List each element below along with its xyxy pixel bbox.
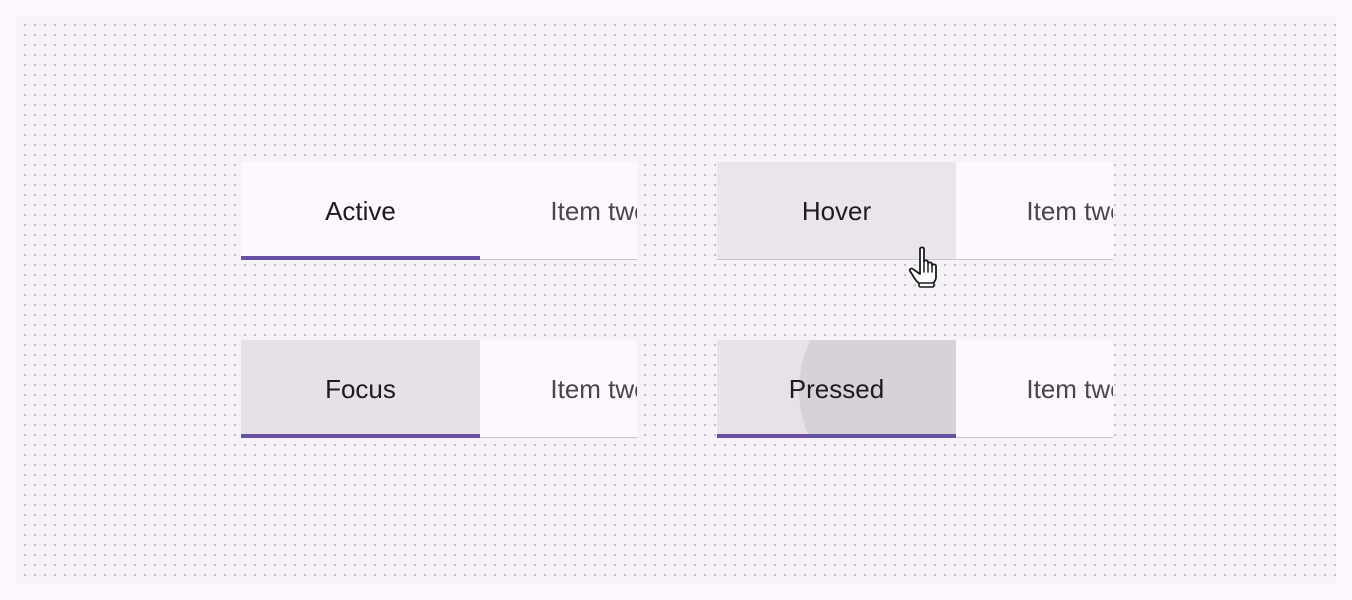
tab-bar-focus: Focus Item two [241,340,637,438]
active-indicator [241,434,480,438]
active-indicator [717,434,956,438]
tab-item-two-label: Item two [550,373,637,404]
tab-hover-label: Hover [801,195,872,226]
tab-active-label: Active [325,195,396,226]
dotted-canvas [16,16,1336,584]
active-indicator [241,256,480,260]
tab-item-two-label: Item two [1026,195,1113,226]
tab-bar-pressed: Pressed Item two [717,340,1113,438]
press-ripple [799,340,956,438]
tab-item-two-label: Item two [550,195,637,226]
tab-item-two[interactable]: Item two [480,162,637,260]
tab-bar-hover: Hover Item two [717,162,1113,260]
tab-item-two-label: Item two [1026,373,1113,404]
tab-bar-active: Active Item two [241,162,637,260]
tab-item-two[interactable]: Item two [956,340,1113,438]
tab-hover[interactable]: Hover [717,162,956,260]
tab-active[interactable]: Active [241,162,480,260]
tab-item-two[interactable]: Item two [480,340,637,438]
tab-pressed[interactable]: Pressed [717,340,956,438]
tab-focus-label: Focus [325,373,396,404]
tab-item-two[interactable]: Item two [956,162,1113,260]
hand-pointer-icon [908,246,937,288]
tab-focus[interactable]: Focus [241,340,480,438]
tab-pressed-label: Pressed [788,373,885,404]
